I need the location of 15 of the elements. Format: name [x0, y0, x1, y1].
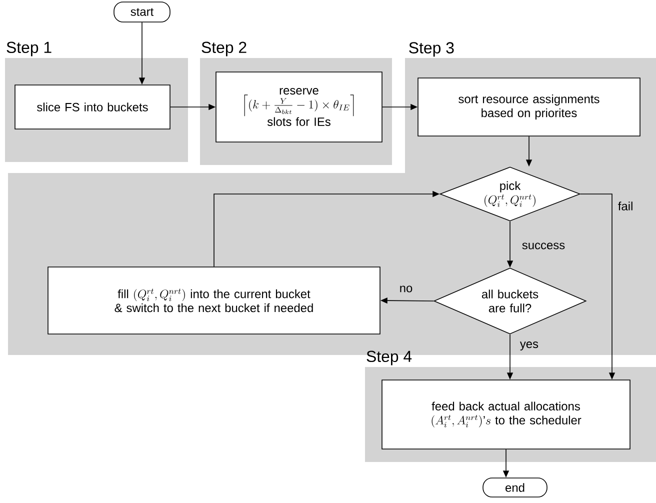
process-box: sort resource assignments based on priorites	[418, 78, 640, 136]
process-box: feed back actual allocations $(A_i^{rt},A_i^{nrt})\text{'}s$ to the scheduler	[382, 380, 630, 450]
process-box: slice FS into buckets	[14, 84, 170, 130]
node-label: Step 3	[409, 42, 454, 57]
edge-label: success	[520, 241, 567, 251]
terminal: start	[114, 2, 170, 22]
process-box: reserve $\left\lceil (k+\frac{Y}{\Delta_{bkt}}-1)\times\theta_{IE}\right\rceil$ slots for IEs	[216, 72, 382, 142]
node-label: Step 4	[366, 350, 412, 366]
node-label: Step 1	[6, 42, 52, 56]
edge-label: no	[398, 284, 414, 294]
edge-label: yes	[518, 340, 540, 352]
process-box: fill $(Q_i^{rt},Q_i^{nrt})$ into the current bucket & switch to the next bucket if needed	[48, 266, 380, 334]
edge-label: fail	[616, 200, 635, 212]
terminal: end	[482, 478, 548, 498]
node-label: Step 2	[202, 42, 246, 56]
